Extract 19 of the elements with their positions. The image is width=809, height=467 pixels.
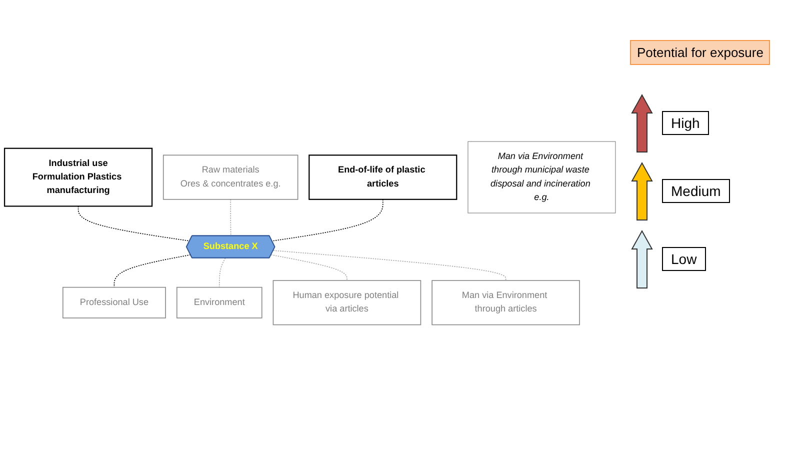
node-box: Environment xyxy=(176,287,262,319)
node-box: Raw materials Ores & concentrates e.g. xyxy=(162,155,298,200)
legend-title: Potential for exposure xyxy=(630,40,770,65)
node-box: End-of-life of plastic articles xyxy=(308,154,458,200)
node-box: Industrial use Formulation Plastics manufacturing xyxy=(4,148,153,208)
connector xyxy=(78,206,190,242)
node-box: Human exposure potential via articles xyxy=(272,280,422,326)
node-box: Man via Environment through articles xyxy=(432,280,580,326)
connector xyxy=(272,250,506,282)
connector xyxy=(114,254,191,288)
legend-label: Low xyxy=(662,247,706,271)
connector xyxy=(218,258,226,288)
node-box: Man via Environment through municipal waste disposal and incineration e.g. xyxy=(468,142,616,214)
node-box: Professional Use xyxy=(62,287,166,319)
connector xyxy=(270,254,348,282)
connector xyxy=(272,199,384,242)
legend-label: High xyxy=(662,111,709,135)
legend-label: Medium xyxy=(662,179,730,203)
connector xyxy=(230,199,232,237)
